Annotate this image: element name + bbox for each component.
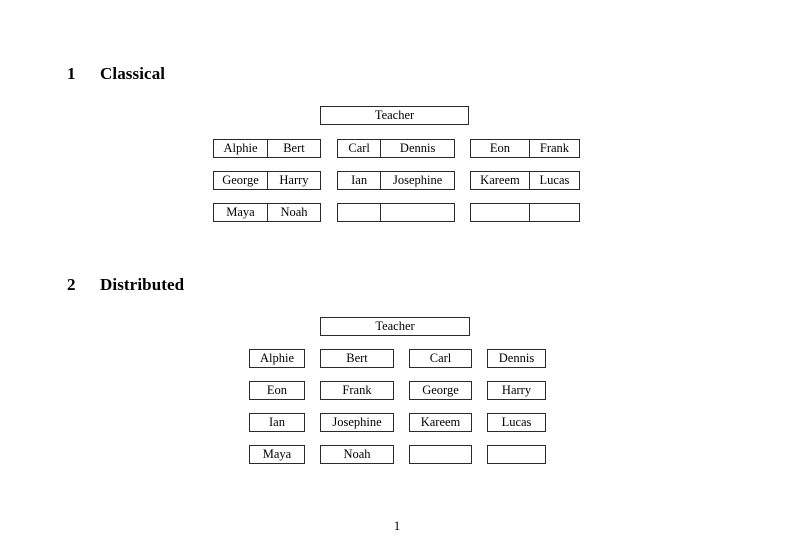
classical-cell-frank[interactable]: Frank xyxy=(528,140,579,157)
page-number: 1 xyxy=(393,519,401,533)
distributed-cell-george[interactable]: George xyxy=(409,381,472,400)
classical-left-row-2[interactable]: George Harry xyxy=(213,171,321,190)
classical-cell-maya[interactable]: Maya xyxy=(226,205,255,219)
classical-cell-alphie[interactable]: Alphie xyxy=(223,141,258,155)
classical-right-row-3[interactable] xyxy=(470,203,580,222)
distributed-cell-empty-2[interactable] xyxy=(487,445,546,464)
section-heading-distributed: 2 Distributed xyxy=(67,275,184,295)
section-number: 1 xyxy=(67,64,76,83)
distributed-cell-bert[interactable]: Bert xyxy=(320,349,394,368)
classical-cell-empty-1[interactable] xyxy=(338,204,380,221)
distributed-cell-kareem[interactable]: Kareem xyxy=(409,413,472,432)
classical-cell-josephine[interactable]: Josephine xyxy=(380,172,454,189)
classical-middle-row-2[interactable]: Ian Josephine xyxy=(337,171,455,190)
classical-cell-kareem[interactable]: Kareem xyxy=(480,173,520,187)
distributed-cell-josephine[interactable]: Josephine xyxy=(320,413,394,432)
classical-cell-lucas[interactable]: Lucas xyxy=(528,172,579,189)
classical-cell-empty-3[interactable] xyxy=(471,204,529,221)
classical-cell-bert[interactable]: Bert xyxy=(266,140,320,157)
distributed-cell-maya[interactable]: Maya xyxy=(249,445,305,464)
classical-cell-george[interactable]: George xyxy=(222,173,259,187)
classical-left-row-3[interactable]: Maya Noah xyxy=(213,203,321,222)
section-heading-classical: 1 Classical xyxy=(67,64,165,84)
classical-cell-carl[interactable]: Carl xyxy=(348,141,370,155)
distributed-cell-harry[interactable]: Harry xyxy=(487,381,546,400)
classical-right-row-1[interactable]: Eon Frank xyxy=(470,139,580,158)
classical-middle-row-1[interactable]: Carl Dennis xyxy=(337,139,455,158)
distributed-cell-alphie[interactable]: Alphie xyxy=(249,349,305,368)
classical-teacher-box[interactable]: Teacher xyxy=(320,106,469,125)
distributed-cell-noah[interactable]: Noah xyxy=(320,445,394,464)
classical-cell-empty-4[interactable] xyxy=(528,204,579,221)
distributed-cell-dennis[interactable]: Dennis xyxy=(487,349,546,368)
classical-right-row-2[interactable]: Kareem Lucas xyxy=(470,171,580,190)
classical-left-row-1[interactable]: Alphie Bert xyxy=(213,139,321,158)
classical-cell-dennis[interactable]: Dennis xyxy=(380,140,454,157)
classical-cell-eon[interactable]: Eon xyxy=(489,141,511,155)
classical-cell-empty-2[interactable] xyxy=(380,204,454,221)
distributed-cell-frank[interactable]: Frank xyxy=(320,381,394,400)
distributed-teacher-box[interactable]: Teacher xyxy=(320,317,470,336)
distributed-cell-empty-1[interactable] xyxy=(409,445,472,464)
distributed-cell-carl[interactable]: Carl xyxy=(409,349,472,368)
section-title: Classical xyxy=(100,64,166,83)
distributed-cell-ian[interactable]: Ian xyxy=(249,413,305,432)
classical-middle-row-3[interactable] xyxy=(337,203,455,222)
classical-cell-noah[interactable]: Noah xyxy=(266,204,320,221)
distributed-cell-lucas[interactable]: Lucas xyxy=(487,413,546,432)
classical-cell-ian[interactable]: Ian xyxy=(351,173,368,187)
classical-cell-harry[interactable]: Harry xyxy=(266,172,320,189)
section-title: Distributed xyxy=(100,275,185,294)
distributed-cell-eon[interactable]: Eon xyxy=(249,381,305,400)
section-number: 2 xyxy=(67,275,76,294)
